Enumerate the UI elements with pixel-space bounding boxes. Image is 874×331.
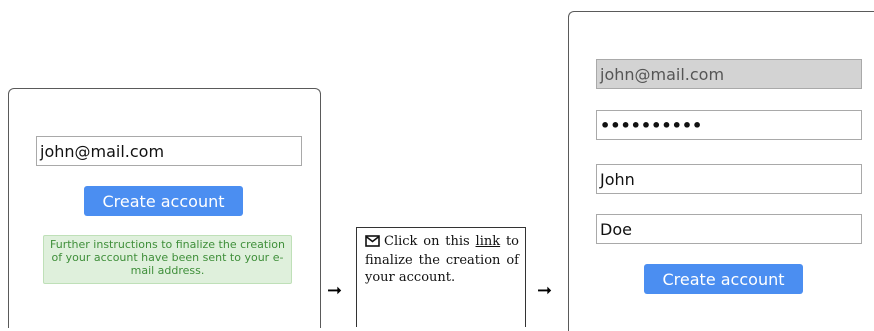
first-name-input[interactable]: John — [596, 164, 862, 194]
create-account-button[interactable]: Create account — [644, 264, 803, 294]
email-message: Click on this link to finalize the creat… — [356, 227, 526, 327]
signup-panel-step3: john@mail.com •••••••••• John Doe Create… — [568, 11, 874, 331]
arrow-right-icon: ➞ — [327, 280, 343, 301]
password-input[interactable]: •••••••••• — [596, 110, 862, 140]
email-input[interactable]: john@mail.com — [36, 136, 302, 166]
email-text-after: to finalize the creation of your account… — [365, 234, 519, 285]
envelope-icon — [365, 235, 380, 252]
finalize-link[interactable]: link — [475, 234, 501, 249]
arrow-right-icon: ➞ — [537, 280, 553, 301]
email-text-before: Click on this — [384, 234, 470, 249]
last-name-input[interactable]: Doe — [596, 214, 862, 244]
create-account-button[interactable]: Create account — [84, 186, 243, 216]
signup-panel-step1: john@mail.com Create account Further ins… — [8, 88, 321, 328]
instructions-notice: Further instructions to finalize the cre… — [43, 235, 292, 284]
email-input-readonly: john@mail.com — [596, 59, 862, 89]
